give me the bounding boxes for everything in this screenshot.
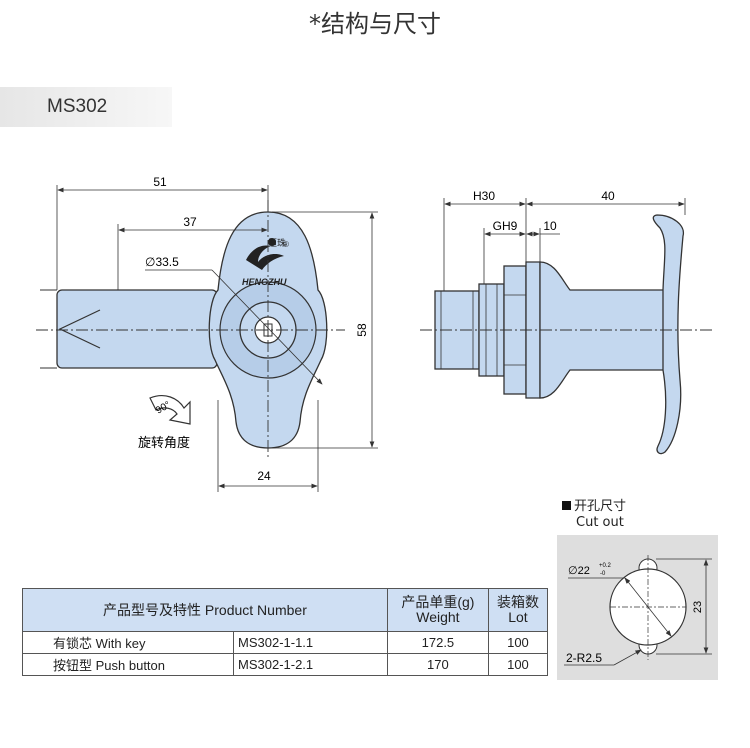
cutout-tol-lower: -0 <box>600 571 606 577</box>
row-weight: 170 <box>386 653 489 676</box>
row-weight: 172.5 <box>386 631 489 654</box>
cutout-height: 23 <box>692 601 704 613</box>
dim-24: 24 <box>257 469 271 483</box>
right-view: H30 40 GH9 10 <box>420 189 715 455</box>
brand-cn-text: 恒珠 <box>268 237 286 248</box>
model-number: MS302 <box>47 96 108 117</box>
dim-51: 51 <box>153 175 167 189</box>
brand-text: HENGZHU <box>242 277 287 287</box>
square-bullet-icon <box>562 501 571 510</box>
cutout-title: 开孔尺寸 Cut out <box>562 499 626 531</box>
dim-diameter: ∅33.5 <box>145 255 179 269</box>
left-view: 恒珠 ® HENGZHU 51 37 ∅33.5 58 24 90 <box>36 175 378 492</box>
cutout-diameter: ∅22 <box>568 565 590 577</box>
table-row: 按钮型 Push button MS302-1-2.1 170 100 <box>22 653 549 676</box>
row-code: MS302-1-2.1 <box>233 653 388 676</box>
row-lot: 100 <box>487 653 549 676</box>
cutout-radius-note: 2-R2.5 <box>566 651 602 665</box>
page-title: *结构与尺寸 <box>309 10 441 38</box>
row-lot: 100 <box>487 631 549 654</box>
cutout-diagram: ∅22 +0.2 -0 23 2-R2.5 <box>557 535 718 680</box>
header-weight-en: Weight <box>416 609 460 625</box>
dim-40: 40 <box>601 189 615 203</box>
header-weight: 产品单重(g) Weight <box>386 588 489 632</box>
rotation-arrow-icon: 90° <box>149 395 191 425</box>
row-name: 按钮型 Push button <box>22 653 234 676</box>
dim-gh9: GH9 <box>493 219 518 233</box>
header-lot-cn: 装箱数 <box>496 594 539 610</box>
dim-10: 10 <box>543 219 557 233</box>
cutout-tol-upper: +0.2 <box>599 563 612 569</box>
cutout-title-cn: 开孔尺寸 <box>574 499 627 514</box>
spec-table: 产品型号及特性 Product Number 产品单重(g) Weight 装箱… <box>22 588 549 676</box>
rotation-label: 旋转角度 <box>138 435 190 450</box>
handle-lever <box>652 214 685 455</box>
hengzhu-logo: 恒珠 ® HENGZHU <box>242 237 289 287</box>
table-row: 有锁芯 With key MS302-1-1.1 172.5 100 <box>22 631 549 654</box>
header-lot-en: Lot <box>508 609 528 625</box>
row-code: MS302-1-1.1 <box>233 631 388 654</box>
model-banner <box>0 87 172 127</box>
dim-h30: H30 <box>473 189 495 203</box>
row-name: 有锁芯 With key <box>22 631 234 654</box>
cam-tongue <box>56 289 218 369</box>
cutout-title-en: Cut out <box>576 515 624 530</box>
header-lot: 装箱数 Lot <box>487 588 549 632</box>
dim-37: 37 <box>183 215 197 229</box>
header-weight-cn: 产品单重(g) <box>401 594 475 610</box>
registered-mark: ® <box>283 240 289 249</box>
header-product: 产品型号及特性 Product Number <box>22 588 388 632</box>
dim-58: 58 <box>355 323 369 337</box>
